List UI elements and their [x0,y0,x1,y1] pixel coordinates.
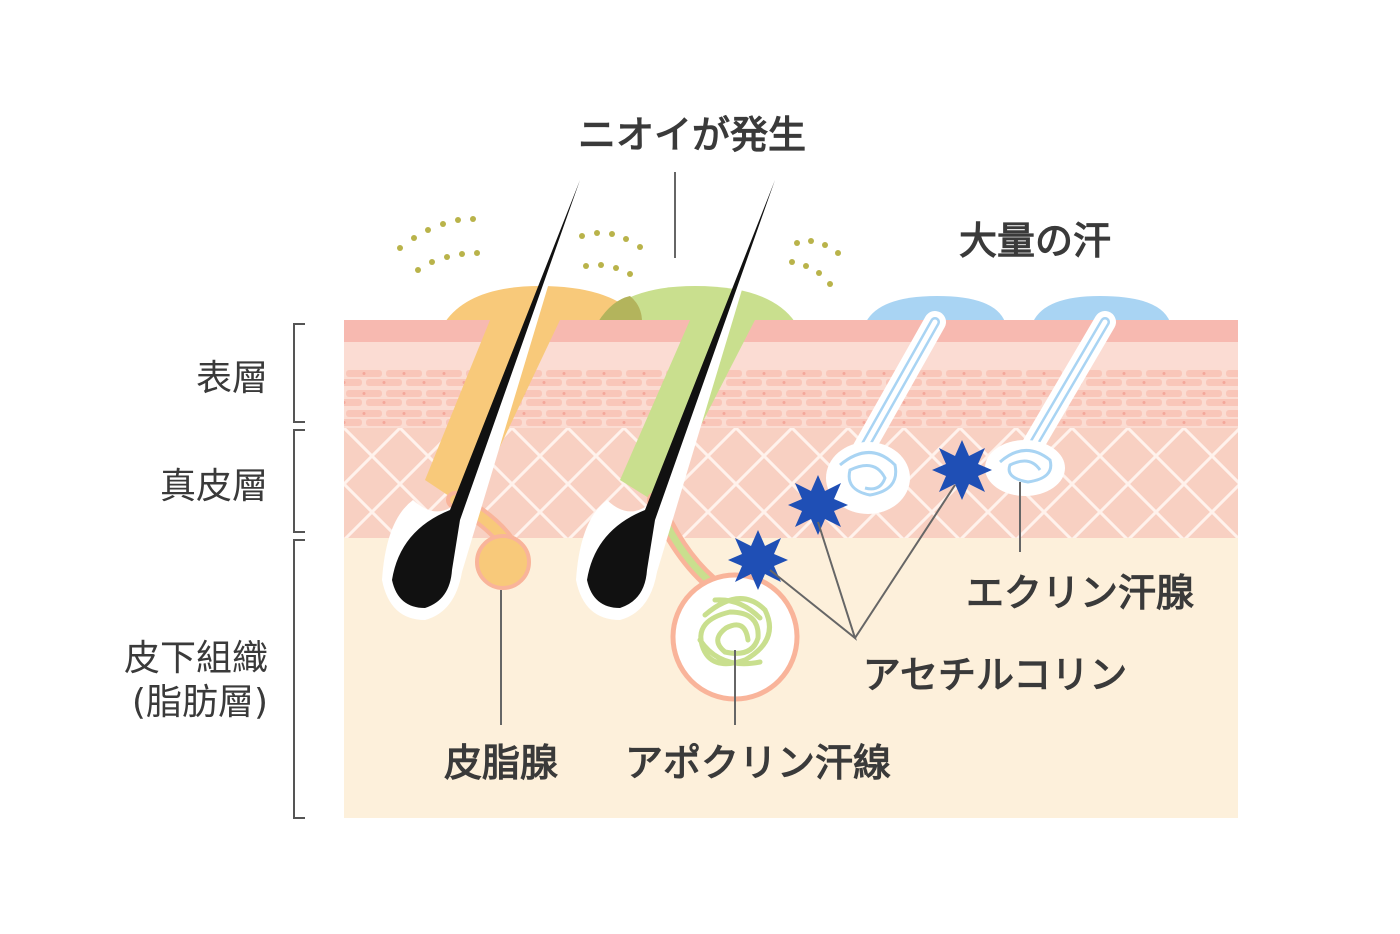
sweat-drop-1 [866,296,1005,322]
odor-wave-dots [397,216,841,287]
eccrine-gland-1 [826,311,946,514]
layer-label-subcutaneous: 皮下組織 [124,638,268,679]
apocrine-odor-blob [598,286,795,322]
eccrine-gland-2 [985,311,1116,496]
sweat-drop-2 [1033,296,1170,322]
title-odor-occurs: ニオイが発生 [578,113,806,157]
layer-brackets [293,323,305,819]
acetylcholine-star-3 [932,440,992,500]
hair-1 [382,180,580,620]
hair-2 [576,180,775,620]
layer-label-epidermis: 表層 [196,358,268,399]
skin-surface-layer [344,320,1238,342]
acetylcholine-star-1 [728,530,788,590]
leader-lines [500,172,1021,725]
layer-label-dermis: 真皮層 [160,466,268,507]
sebaceous-gland [475,534,531,590]
acetylcholine-star-2 [788,475,848,535]
label-acetylcholine: アセチルコリン [863,653,1127,697]
sweat-label: 大量の汗 [959,219,1111,263]
layer-label-fat: (脂肪層) [132,682,268,723]
label-sebaceous-gland: 皮脂腺 [444,741,559,785]
sebum-blob [445,286,642,322]
apocrine-coil [697,596,772,667]
label-apocrine-gland: アポクリン汗線 [625,741,891,785]
label-eccrine-gland: エクリン汗腺 [966,571,1195,615]
overlap-blob [598,296,642,322]
